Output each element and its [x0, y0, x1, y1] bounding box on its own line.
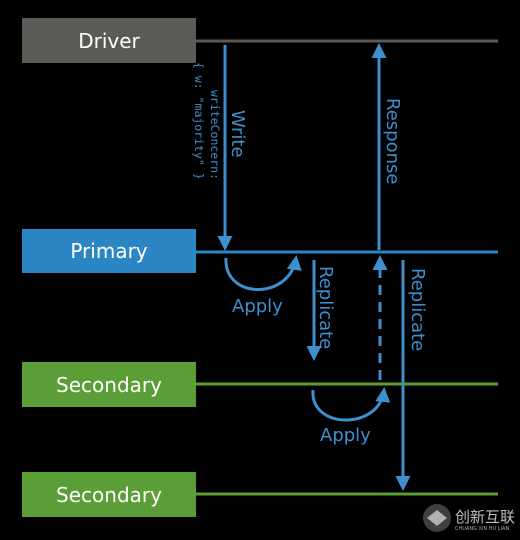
replicate-label-2: Replicate — [407, 268, 428, 351]
apply-secondary-label: Apply — [320, 425, 371, 446]
primary-node: Primary — [22, 229, 196, 273]
driver-node: Driver — [22, 18, 196, 63]
response-label: Response — [382, 98, 403, 184]
watermark-logo — [423, 504, 451, 532]
watermark-subtext: CHUANG XIN HU LIAN — [455, 526, 509, 532]
apply-primary-arrow — [224, 255, 302, 291]
secondary-node-2: Secondary — [22, 472, 196, 517]
secondary-node-1: Secondary — [22, 362, 196, 407]
replicate-label-1: Replicate — [315, 266, 336, 349]
write-concern-line2: { w: "majority" } — [192, 62, 206, 180]
write-concern-line1: writeConcern: — [208, 90, 222, 180]
apply-primary-label: Apply — [232, 296, 283, 317]
watermark-text: 创新互联 — [455, 508, 515, 526]
apply-secondary-arrow — [311, 387, 391, 422]
write-label: Write — [227, 110, 248, 158]
